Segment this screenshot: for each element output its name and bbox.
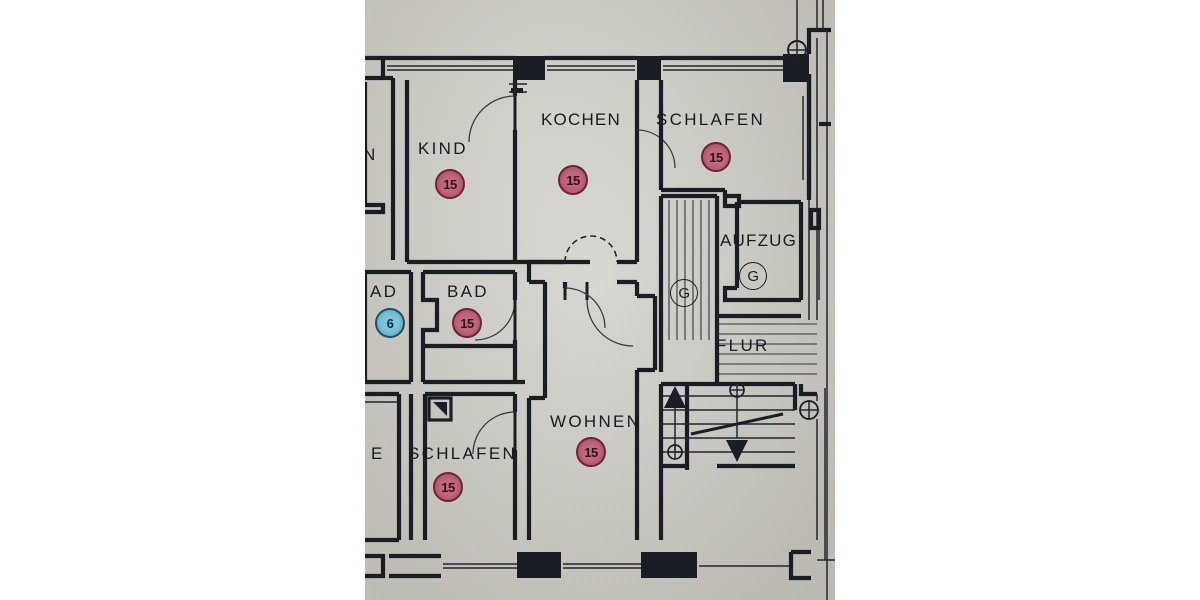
kind-door (468, 80, 527, 143)
room-stamp-kochen: 15 (558, 165, 588, 195)
schlafen-top-walls (658, 74, 812, 196)
room-stamp-bad-left: 6 (375, 308, 405, 338)
wohnen-niche-dashed-arc (564, 235, 618, 263)
stair-marker-g: G (670, 279, 698, 307)
scanned-plan-sheet: .w { fill:none; stroke:#1b1d24; stroke-w… (365, 0, 835, 600)
chimney-shaft-symbol (427, 396, 453, 422)
kind-room-walls (404, 80, 518, 265)
wohnen-room-walls (526, 235, 658, 540)
wohnen-niche-door (562, 282, 606, 329)
room-stamp-schlafen-top: 15 (701, 142, 731, 172)
flur-hatch (658, 313, 817, 382)
aufzug-shaft-walls (722, 193, 818, 320)
lift-marker-g: G (739, 262, 767, 290)
bad-door (474, 299, 517, 341)
pipe-riser-symbol-right (798, 384, 826, 560)
bad-clipped-left (365, 269, 414, 385)
schlafen-bottom-door (472, 411, 517, 455)
bad-room-walls (420, 269, 525, 385)
room-stamp-kind: 15 (435, 169, 465, 199)
bottom-exterior-wall (365, 549, 835, 581)
lower-left-stubs (365, 394, 402, 540)
pipe-riser-symbol-top (787, 0, 807, 60)
left-clipped-room-top (365, 78, 396, 260)
kochen-door (635, 129, 676, 169)
wohnen-entry-door (585, 282, 634, 347)
room-stamp-wohnen: 15 (576, 437, 606, 467)
stair-up-arrow (664, 386, 686, 408)
schlafen-bottom-walls (365, 391, 518, 543)
floorplan-linework: .w { fill:none; stroke:#1b1d24; stroke-w… (365, 0, 835, 600)
stair-shaft-hatch (658, 193, 720, 340)
room-stamp-bad: 15 (452, 308, 482, 338)
stair-down-arrow (726, 440, 748, 462)
room-stamp-schlafen-bottom: 15 (433, 472, 463, 502)
right-edge-lines (808, 30, 831, 600)
staircase (658, 381, 798, 540)
top-exterior-wall (365, 54, 809, 82)
